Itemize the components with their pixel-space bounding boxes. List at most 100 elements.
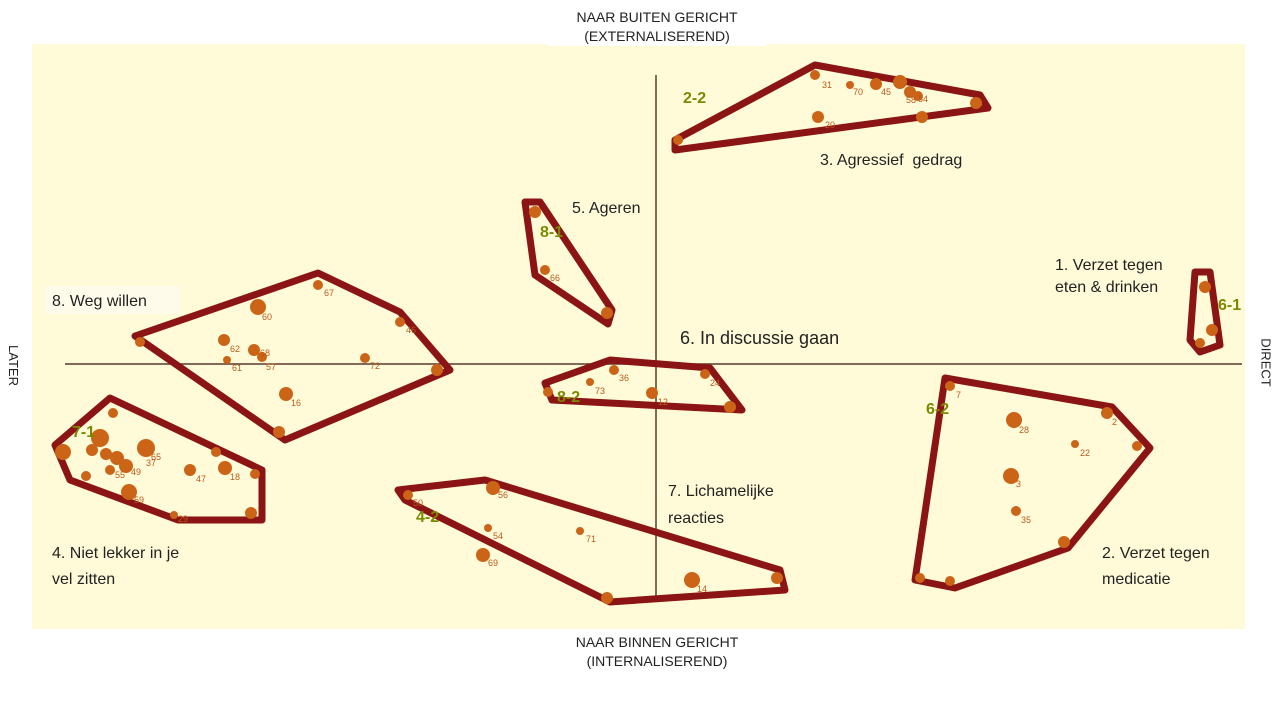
point-number: 69 [488, 558, 498, 568]
point-number: 66 [550, 273, 560, 283]
data-point [970, 97, 982, 109]
point-number: 73 [595, 386, 605, 396]
point-number: 72 [370, 361, 380, 371]
data-point [1006, 412, 1022, 428]
point-number: 71 [586, 534, 596, 544]
point-number: 60 [262, 312, 272, 322]
point-number: 14 [697, 584, 707, 594]
data-point [248, 344, 260, 356]
data-point [1011, 506, 1021, 516]
cluster-label-2-line2: medicatie [1102, 571, 1171, 588]
data-point [91, 429, 109, 447]
data-point [846, 81, 854, 89]
point-number: 84 [918, 94, 928, 104]
cluster-label-4-line2: vel zitten [52, 571, 115, 588]
cluster-label-1-line1: 1. Verzet tegen [1055, 257, 1163, 274]
top-axis-line2: (EXTERNALISEREND) [584, 28, 730, 44]
point-number: 2 [1112, 417, 1117, 427]
data-point [486, 481, 500, 495]
data-point [245, 507, 257, 519]
data-point [576, 527, 584, 535]
data-point [904, 86, 916, 98]
data-point [431, 364, 443, 376]
data-point [170, 511, 178, 519]
data-point [110, 451, 124, 465]
data-point [119, 459, 133, 473]
data-point [915, 573, 925, 583]
point-number: 35 [1021, 515, 1031, 525]
data-point [313, 280, 323, 290]
point-number: 28 [1019, 425, 1029, 435]
data-point [184, 464, 196, 476]
cluster-label-7-line1: 7. Lichamelijke [668, 483, 774, 500]
point-number: 29 [178, 514, 188, 524]
cluster-code: 8-2 [557, 389, 580, 406]
bottom-axis-line1: NAAR BINNEN GERICHT [575, 634, 739, 650]
point-number: 49 [131, 467, 141, 477]
data-point [916, 111, 928, 123]
cluster-outline-8 [131, 269, 454, 444]
data-point [135, 337, 145, 347]
data-point [529, 206, 541, 218]
cluster-outline-1 [1186, 268, 1224, 356]
point-number: 31 [822, 80, 832, 90]
data-point [55, 444, 71, 460]
data-point [700, 369, 710, 379]
data-point [945, 381, 955, 391]
point-number: 54 [493, 531, 503, 541]
point-number: 24 [710, 378, 720, 388]
data-point [257, 352, 267, 362]
data-point [1206, 324, 1218, 336]
left-axis-label: LATER [5, 345, 21, 386]
data-point [771, 572, 783, 584]
data-point [543, 387, 553, 397]
data-point [673, 135, 683, 145]
data-point [218, 334, 230, 346]
point-number: 47 [196, 474, 206, 484]
data-point [646, 387, 658, 399]
point-number: 37 [146, 458, 156, 468]
cluster-label-7-line2: reacties [668, 510, 724, 527]
cluster-code: 6-1 [1218, 297, 1241, 314]
data-point [223, 356, 231, 364]
point-number: 56 [498, 490, 508, 500]
cluster-label-6: 6. In discussie gaan [680, 328, 839, 348]
data-point [601, 592, 613, 604]
cluster-label-8-bg [45, 286, 180, 314]
data-point [108, 408, 118, 418]
point-number: 59 [134, 495, 144, 505]
data-point [360, 353, 370, 363]
data-point [100, 448, 112, 460]
bottom-axis-line2: (INTERNALISEREND) [586, 653, 728, 669]
data-point [724, 401, 736, 413]
point-number: 16 [291, 398, 301, 408]
data-point [870, 78, 882, 90]
data-point [1199, 281, 1211, 293]
cluster-outline-2 [911, 374, 1154, 592]
point-number: 55 [115, 470, 125, 480]
data-point [273, 426, 285, 438]
bottom-axis-label: NAAR BINNEN GERICHT (INTERNALISEREND) [548, 633, 766, 671]
point-number: 68 [260, 348, 270, 358]
point-number: 62 [230, 344, 240, 354]
cluster-code: 2-2 [683, 90, 706, 107]
data-point [1132, 441, 1142, 451]
data-point [279, 387, 293, 401]
data-point [609, 365, 619, 375]
data-point [86, 444, 98, 456]
data-point [395, 317, 405, 327]
data-point [810, 70, 820, 80]
point-number: 57 [266, 362, 276, 372]
cluster-label-1-line2: eten & drinken [1055, 279, 1158, 296]
data-point [812, 111, 824, 123]
data-point [1071, 440, 1079, 448]
point-number: 45 [881, 87, 891, 97]
point-number: 3 [1016, 479, 1021, 489]
data-point [476, 548, 490, 562]
point-number: 12 [658, 397, 668, 407]
data-point [945, 576, 955, 586]
point-number: 65 [151, 452, 161, 462]
cluster-label-2-line1: 2. Verzet tegen [1102, 545, 1210, 562]
